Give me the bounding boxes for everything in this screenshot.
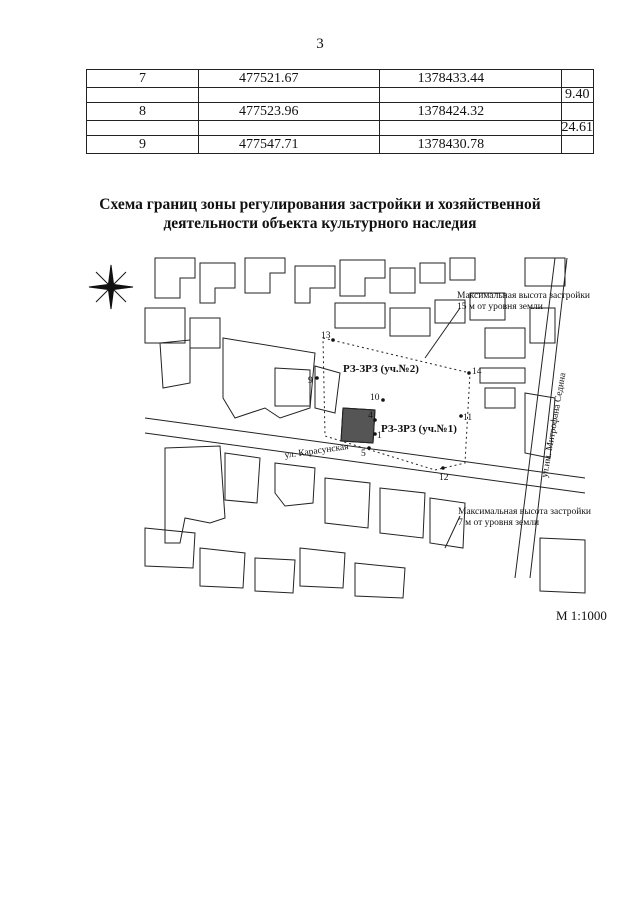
scheme-title-line-2: деятельности объекта культурного наследи… <box>163 215 477 232</box>
point-label: 5 <box>361 449 366 459</box>
table-cell: 8 <box>86 102 199 121</box>
page-number: 3 <box>316 36 324 52</box>
table-cell: 1378430.78 <box>378 135 562 154</box>
height-note-top-line-1: Максимальная высота застройки <box>457 290 590 301</box>
point-label: 14 <box>472 367 482 377</box>
table-cell: 9 <box>86 135 199 154</box>
table-cell: 9.40 <box>560 87 594 103</box>
scheme-title: Схема границ зоны регулирования застройк… <box>0 195 640 233</box>
table-cell: 477521.67 <box>198 69 380 88</box>
table-cell <box>560 69 594 88</box>
table-cell <box>86 87 199 103</box>
table-cell: 477523.96 <box>198 102 380 121</box>
street-label-karasunskaya: ул. Карасунская <box>284 442 350 461</box>
table-cell <box>560 135 594 154</box>
coordinates-table: 7 477521.67 1378433.44 9.40 8 477523.96 … <box>86 69 594 154</box>
table-cell <box>378 87 562 103</box>
zoning-map: Максимальная высота застройки 15 м от ур… <box>144 257 591 599</box>
compass-rose-icon <box>88 264 134 310</box>
height-note-bottom-line-2: 7 м от уровня земли <box>458 518 539 528</box>
map-scale: М 1:1000 <box>556 608 607 623</box>
zone-label-2: РЗ-ЗРЗ (уч.№2) <box>343 363 419 375</box>
zone-label-1: РЗ-ЗРЗ (уч.№1) <box>381 423 457 435</box>
table-row: 24.61 <box>86 120 594 136</box>
table-cell: 24.61 <box>560 120 594 136</box>
table-row: 9 477547.71 1378430.78 <box>86 135 594 154</box>
scheme-title-line-1: Схема границ зоны регулирования застройк… <box>99 196 541 213</box>
table-cell <box>86 120 199 136</box>
table-cell <box>378 120 562 136</box>
point-label: 13 <box>321 331 331 341</box>
table-cell: 1378433.44 <box>378 69 562 88</box>
height-note-top-line-2: 15 м от уровня земли <box>457 302 543 312</box>
table-row: 9.40 <box>86 87 594 103</box>
table-cell <box>560 102 594 121</box>
table-cell <box>198 120 380 136</box>
point-label: 1 <box>377 431 382 441</box>
table-row: 7 477521.67 1378433.44 <box>86 69 594 88</box>
height-note-bottom-line-1: Максимальная высота застройки <box>458 506 591 517</box>
table-cell <box>198 87 380 103</box>
point-label: 9 <box>308 376 313 386</box>
table-cell: 1378424.32 <box>378 102 562 121</box>
table-cell: 7 <box>86 69 199 88</box>
street-label-sedina: ул.им. Митрофана Седина <box>539 371 568 478</box>
point-label: 10 <box>370 393 380 403</box>
point-label: 11 <box>463 413 472 423</box>
point-label: 12 <box>439 473 449 483</box>
table-cell: 477547.71 <box>198 135 380 154</box>
point-label: 4 <box>368 411 373 421</box>
table-row: 8 477523.96 1378424.32 <box>86 102 594 121</box>
